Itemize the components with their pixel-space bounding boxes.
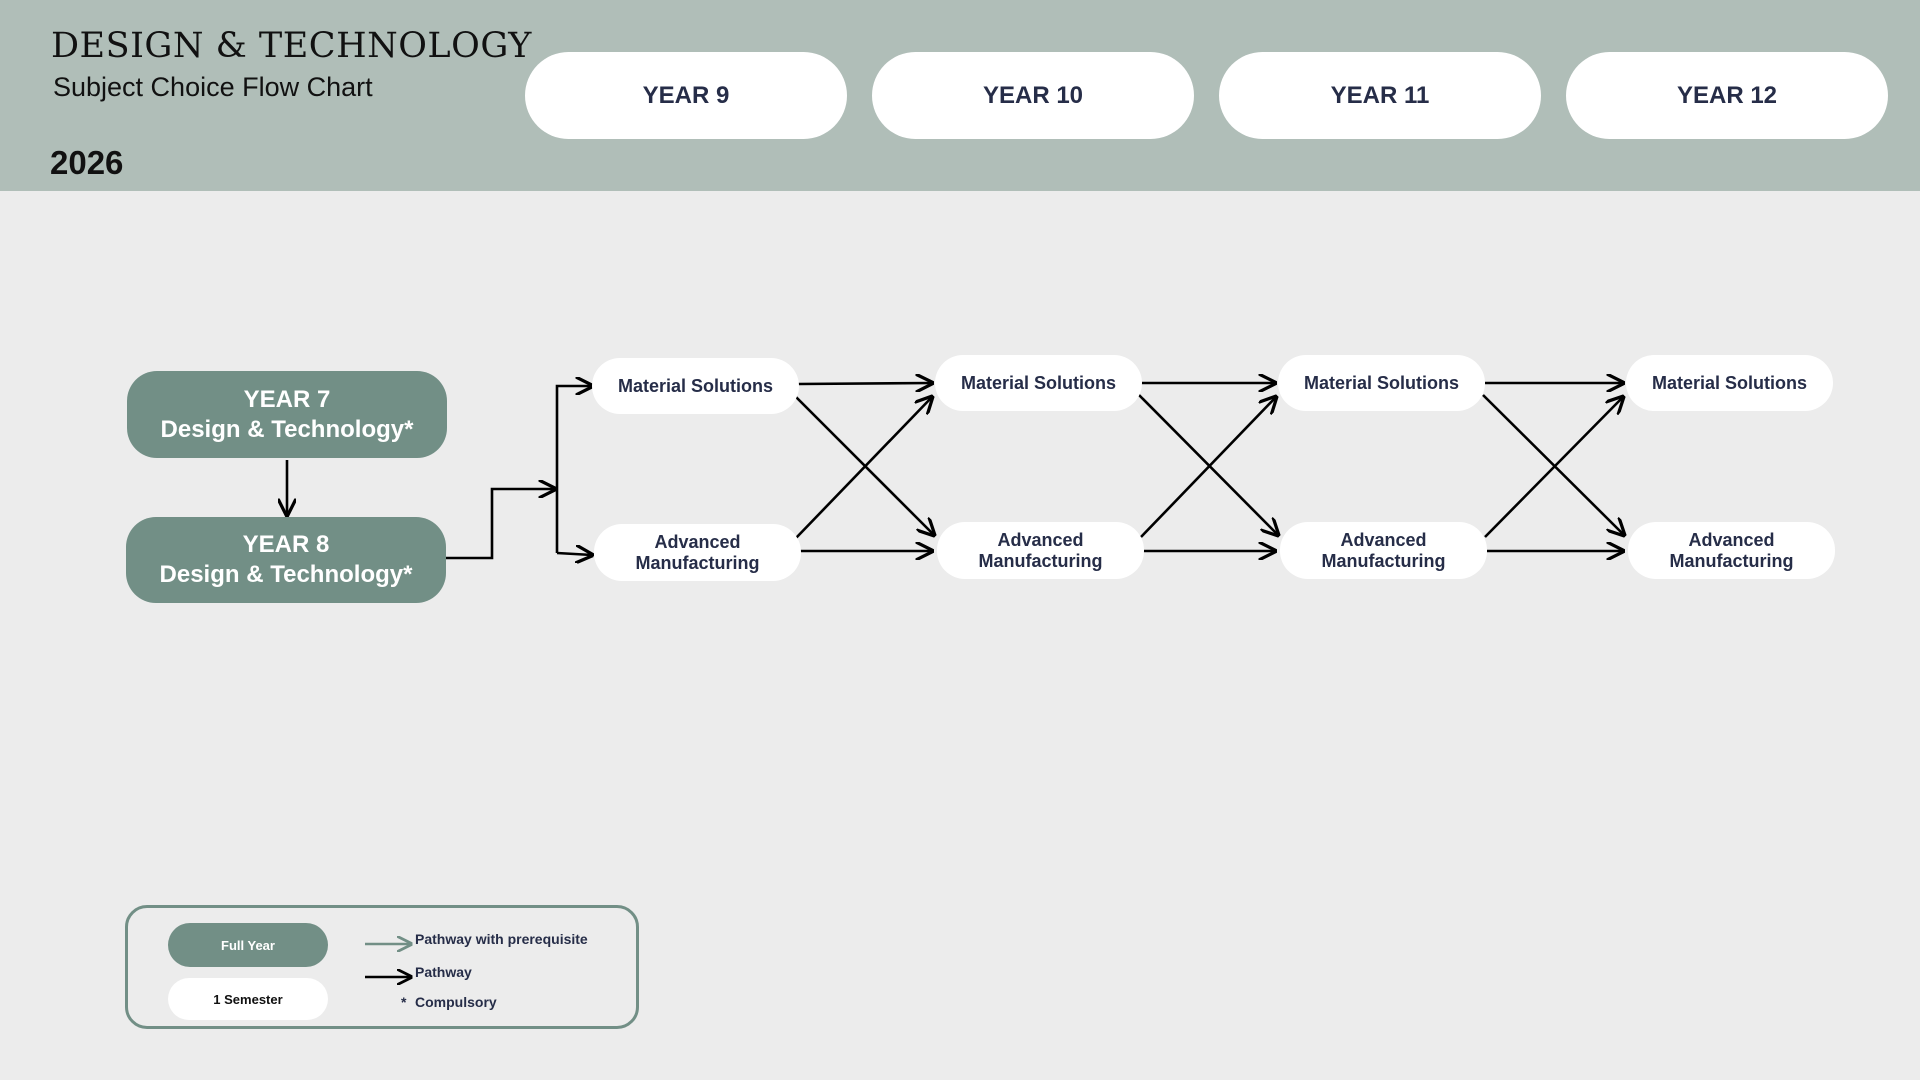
arrow-y10-material-to-y11-advanced	[1138, 394, 1278, 535]
year7-label: YEAR 7	[243, 385, 331, 413]
legend: Full Year 1 Semester Pathway with prereq…	[125, 905, 639, 1029]
legend-pathway-label: Pathway	[415, 964, 472, 980]
legend-prerequisite-label: Pathway with prerequisite	[415, 931, 588, 947]
year11-advanced-manufacturing: Advanced Manufacturing	[1280, 522, 1487, 579]
year9-material-solutions-label: Material Solutions	[617, 375, 774, 396]
year9-advanced-manufacturing: Advanced Manufacturing	[594, 524, 801, 581]
arrow-y9-advanced-to-y10-material	[795, 397, 932, 539]
year9-material-solutions: Material Solutions	[592, 358, 799, 414]
year-12-header: YEAR 12	[1566, 52, 1888, 139]
year10-material-solutions-label: Material Solutions	[960, 372, 1117, 393]
arrow-y8-to-branch	[445, 489, 555, 560]
arrow-branch-to-y9-material	[555, 386, 592, 553]
year12-manufacturing-label: Manufacturing	[1669, 550, 1794, 571]
year-label: 2026	[50, 144, 124, 181]
arrow-y10-advanced-to-y11-material	[1140, 397, 1276, 538]
page-title: DESIGN & TECHNOLOGY	[51, 26, 532, 66]
year11-material-solutions-label: Material Solutions	[1303, 372, 1460, 393]
year9-manufacturing-label: Manufacturing	[635, 552, 760, 573]
year12-material-solutions: Material Solutions	[1626, 355, 1833, 411]
legend-star-icon: *	[401, 994, 407, 1010]
year10-material-solutions: Material Solutions	[935, 355, 1142, 411]
header-banner: DESIGN & TECHNOLOGY Subject Choice Flow …	[0, 0, 1920, 191]
arrow-y9-material-to-y10-material	[797, 383, 932, 384]
year8-design-technology-box: YEAR 8 Design & Technology*	[126, 517, 446, 603]
year8-subject: Design & Technology*	[159, 561, 413, 588]
year10-manufacturing-label: Manufacturing	[978, 550, 1103, 571]
legend-semester-swatch: 1 Semester	[168, 978, 328, 1020]
legend-compulsory-label: Compulsory	[415, 994, 497, 1010]
legend-full-year-swatch: Full Year	[168, 923, 328, 967]
year-10-header: YEAR 10	[872, 52, 1194, 139]
year12-material-solutions-label: Material Solutions	[1651, 372, 1808, 393]
arrow-y11-material-to-y12-advanced	[1482, 394, 1624, 535]
year11-material-solutions: Material Solutions	[1278, 355, 1485, 411]
year-9-header: YEAR 9	[525, 52, 847, 139]
arrow-y11-advanced-to-y12-material	[1484, 397, 1623, 538]
year11-advanced-label: Advanced	[1340, 529, 1427, 550]
page-subtitle: Subject Choice Flow Chart	[53, 72, 373, 102]
year10-advanced-manufacturing: Advanced Manufacturing	[937, 522, 1144, 579]
year10-advanced-label: Advanced	[997, 529, 1084, 550]
year12-advanced-manufacturing: Advanced Manufacturing	[1628, 522, 1835, 579]
year9-advanced-label: Advanced	[654, 531, 741, 552]
year12-advanced-label: Advanced	[1688, 529, 1775, 550]
year7-subject: Design & Technology*	[160, 415, 414, 443]
arrow-branch-to-y9-advanced	[556, 553, 592, 555]
year-11-header: YEAR 11	[1219, 52, 1541, 139]
year7-design-technology-box: YEAR 7 Design & Technology*	[127, 371, 447, 458]
year8-label: YEAR 8	[242, 531, 330, 558]
year11-manufacturing-label: Manufacturing	[1321, 550, 1446, 571]
legend-arrow-icons	[365, 930, 415, 1014]
